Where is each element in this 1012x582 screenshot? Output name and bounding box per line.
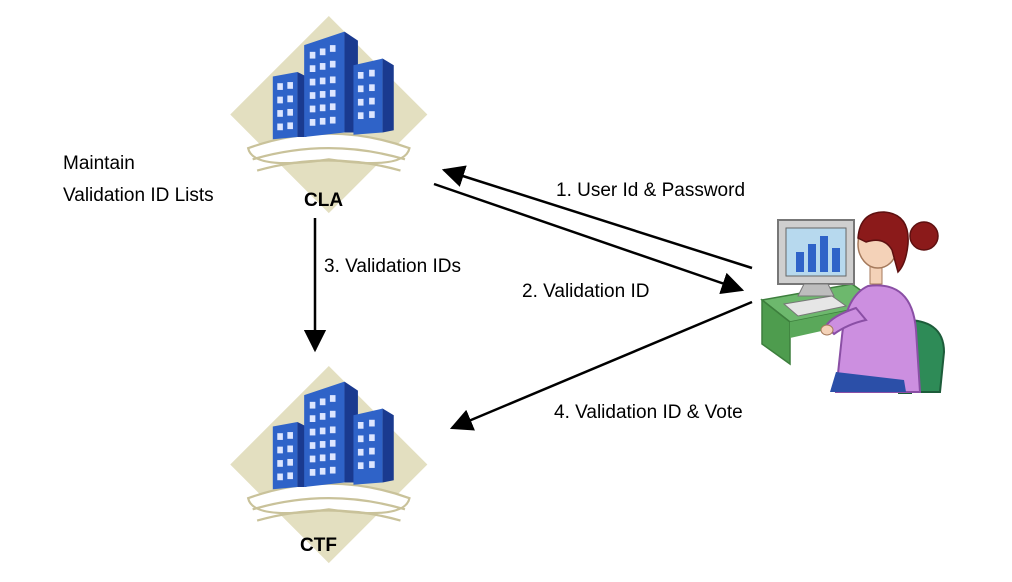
arrow-user-to-cla: [441, 165, 753, 270]
step-2-label: 2. Validation ID: [522, 281, 649, 302]
arrow-cla-to-user: [433, 182, 745, 295]
ctf-building-icon: [229, 364, 429, 565]
cla-building-icon: [229, 14, 429, 215]
step-3-label: 3. Validation IDs: [324, 256, 461, 277]
cla-label: CLA: [304, 190, 343, 211]
step-4-label: 4. Validation ID & Vote: [554, 402, 743, 423]
step-1-label: 1. User Id & Password: [556, 180, 745, 201]
note-line-2: Validation ID Lists: [63, 185, 214, 206]
arrow-user-to-ctf: [449, 300, 753, 431]
user-at-computer-icon: [760, 211, 946, 394]
note-line-1: Maintain: [63, 153, 135, 174]
ctf-label: CTF: [300, 535, 337, 556]
